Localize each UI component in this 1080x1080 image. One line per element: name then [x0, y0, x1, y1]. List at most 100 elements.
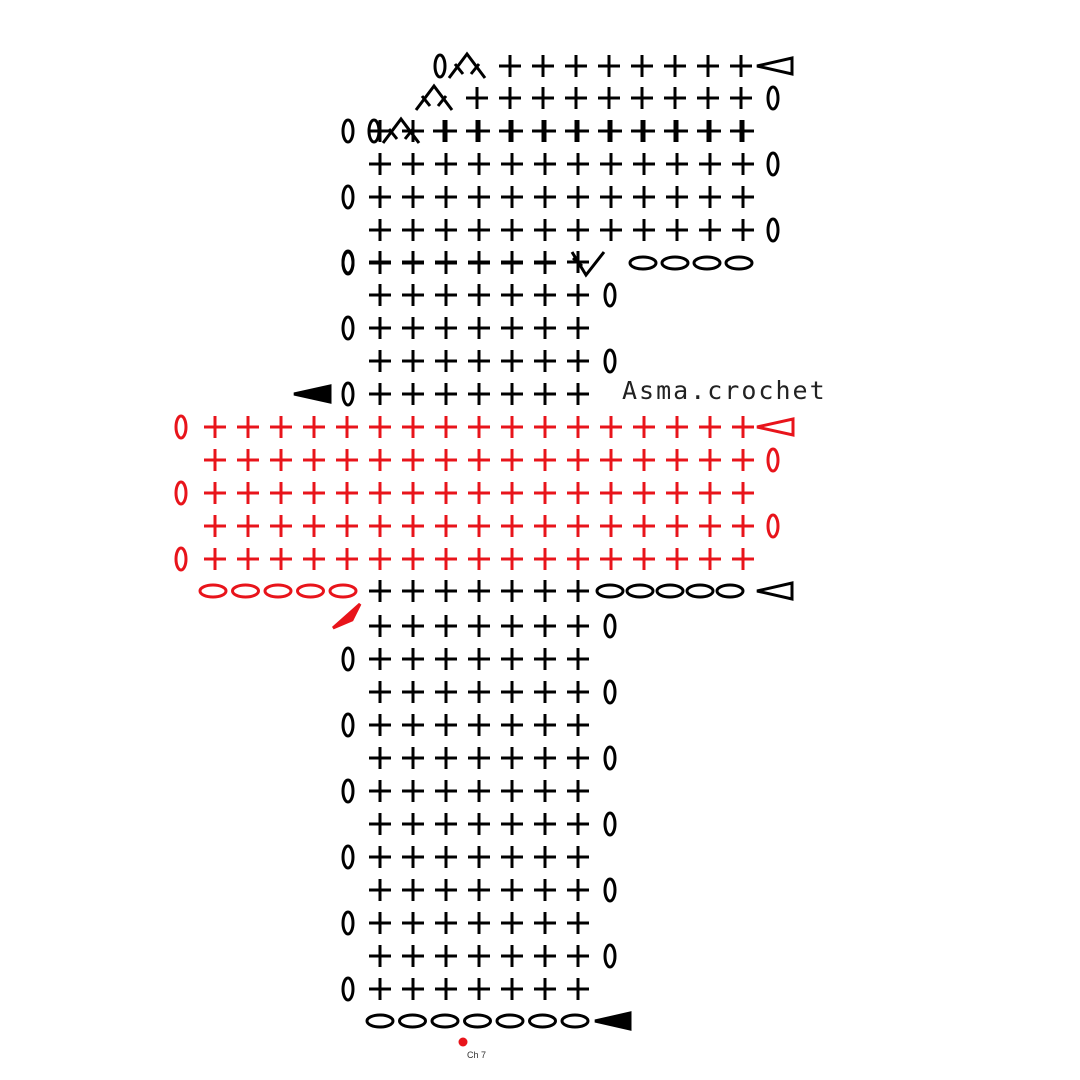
single-crochet-stitch: [468, 350, 490, 372]
single-crochet-stitch: [534, 252, 556, 274]
single-crochet-stitch: [468, 219, 490, 241]
single-crochet-stitch: [303, 416, 325, 438]
single-crochet-stitch: [369, 780, 391, 802]
single-crochet-stitch: [336, 482, 358, 504]
turning-chain: [433, 53, 447, 79]
single-crochet-stitch: [534, 449, 556, 471]
single-crochet-stitch: [402, 219, 424, 241]
single-crochet-stitch: [598, 120, 620, 142]
single-crochet-stitch: [499, 55, 521, 77]
single-crochet-stitch: [369, 153, 391, 175]
single-crochet-stitch: [633, 153, 655, 175]
single-crochet-stitch: [534, 813, 556, 835]
single-crochet-stitch: [369, 515, 391, 537]
single-crochet-stitch: [534, 284, 556, 306]
single-crochet-stitch: [501, 681, 523, 703]
single-crochet-stitch: [501, 416, 523, 438]
single-crochet-stitch: [697, 87, 719, 109]
single-crochet-stitch: [204, 449, 226, 471]
single-crochet-stitch: [534, 648, 556, 670]
turning-chain: [341, 315, 355, 341]
chain-stitch: [296, 583, 325, 599]
single-crochet-stitch: [468, 813, 490, 835]
single-crochet-stitch: [501, 317, 523, 339]
single-crochet-stitch: [402, 648, 424, 670]
single-crochet-stitch: [567, 416, 589, 438]
decrease-stitch: [447, 51, 487, 79]
single-crochet-stitch: [402, 350, 424, 372]
single-crochet-stitch: [532, 55, 554, 77]
single-crochet-stitch: [534, 482, 556, 504]
single-crochet-stitch: [567, 648, 589, 670]
single-crochet-stitch: [567, 846, 589, 868]
chain-stitch: [595, 583, 625, 599]
single-crochet-stitch: [501, 350, 523, 372]
turning-chain: [766, 447, 780, 473]
single-crochet-stitch: [435, 186, 457, 208]
single-crochet-stitch: [369, 219, 391, 241]
single-crochet-stitch: [369, 747, 391, 769]
single-crochet-stitch: [501, 449, 523, 471]
single-crochet-stitch: [532, 87, 554, 109]
single-crochet-stitch: [468, 317, 490, 339]
turning-chain: [341, 778, 355, 804]
single-crochet-stitch: [369, 284, 391, 306]
single-crochet-stitch: [501, 747, 523, 769]
turning-chain: [341, 118, 355, 144]
single-crochet-stitch: [468, 153, 490, 175]
single-crochet-stitch: [336, 416, 358, 438]
single-crochet-stitch: [402, 317, 424, 339]
decrease-tick: [403, 128, 415, 140]
single-crochet-stitch: [633, 548, 655, 570]
single-crochet-stitch: [534, 615, 556, 637]
single-crochet-stitch: [534, 317, 556, 339]
single-crochet-stitch: [666, 449, 688, 471]
single-crochet-stitch: [204, 416, 226, 438]
single-crochet-stitch: [270, 548, 292, 570]
single-crochet-stitch: [369, 714, 391, 736]
single-crochet-stitch: [666, 219, 688, 241]
single-crochet-stitch: [270, 482, 292, 504]
turning-chain: [766, 513, 780, 539]
single-crochet-stitch: [633, 416, 655, 438]
single-crochet-stitch: [534, 416, 556, 438]
single-crochet-stitch: [633, 186, 655, 208]
turning-chain: [341, 184, 355, 210]
chain-stitch: [495, 1013, 525, 1029]
single-crochet-stitch: [567, 219, 589, 241]
single-crochet-stitch: [402, 978, 424, 1000]
single-crochet-stitch: [435, 317, 457, 339]
single-crochet-stitch: [468, 714, 490, 736]
single-crochet-stitch: [369, 186, 391, 208]
single-crochet-stitch: [534, 747, 556, 769]
single-crochet-stitch: [435, 945, 457, 967]
single-crochet-stitch: [402, 416, 424, 438]
single-crochet-stitch: [435, 252, 457, 274]
single-crochet-stitch: [534, 383, 556, 405]
single-crochet-stitch: [468, 648, 490, 670]
turning-chain: [766, 151, 780, 177]
single-crochet-stitch: [631, 120, 653, 142]
single-crochet-stitch: [402, 515, 424, 537]
turning-chain: [341, 712, 355, 738]
single-crochet-stitch: [567, 153, 589, 175]
single-crochet-stitch: [270, 449, 292, 471]
single-crochet-stitch: [402, 945, 424, 967]
single-crochet-stitch: [468, 945, 490, 967]
single-crochet-stitch: [501, 615, 523, 637]
single-crochet-stitch: [567, 515, 589, 537]
single-crochet-stitch: [468, 912, 490, 934]
single-crochet-stitch: [402, 846, 424, 868]
single-crochet-stitch: [433, 120, 455, 142]
single-crochet-stitch: [204, 482, 226, 504]
single-crochet-stitch: [402, 284, 424, 306]
turning-chain: [603, 679, 617, 705]
single-crochet-stitch: [435, 879, 457, 901]
single-crochet-stitch: [534, 681, 556, 703]
chain-stitch: [715, 583, 745, 599]
single-crochet-stitch: [435, 747, 457, 769]
start-dot: [458, 1037, 468, 1047]
single-crochet-stitch: [501, 548, 523, 570]
single-crochet-stitch: [237, 416, 259, 438]
single-crochet-stitch: [466, 87, 488, 109]
